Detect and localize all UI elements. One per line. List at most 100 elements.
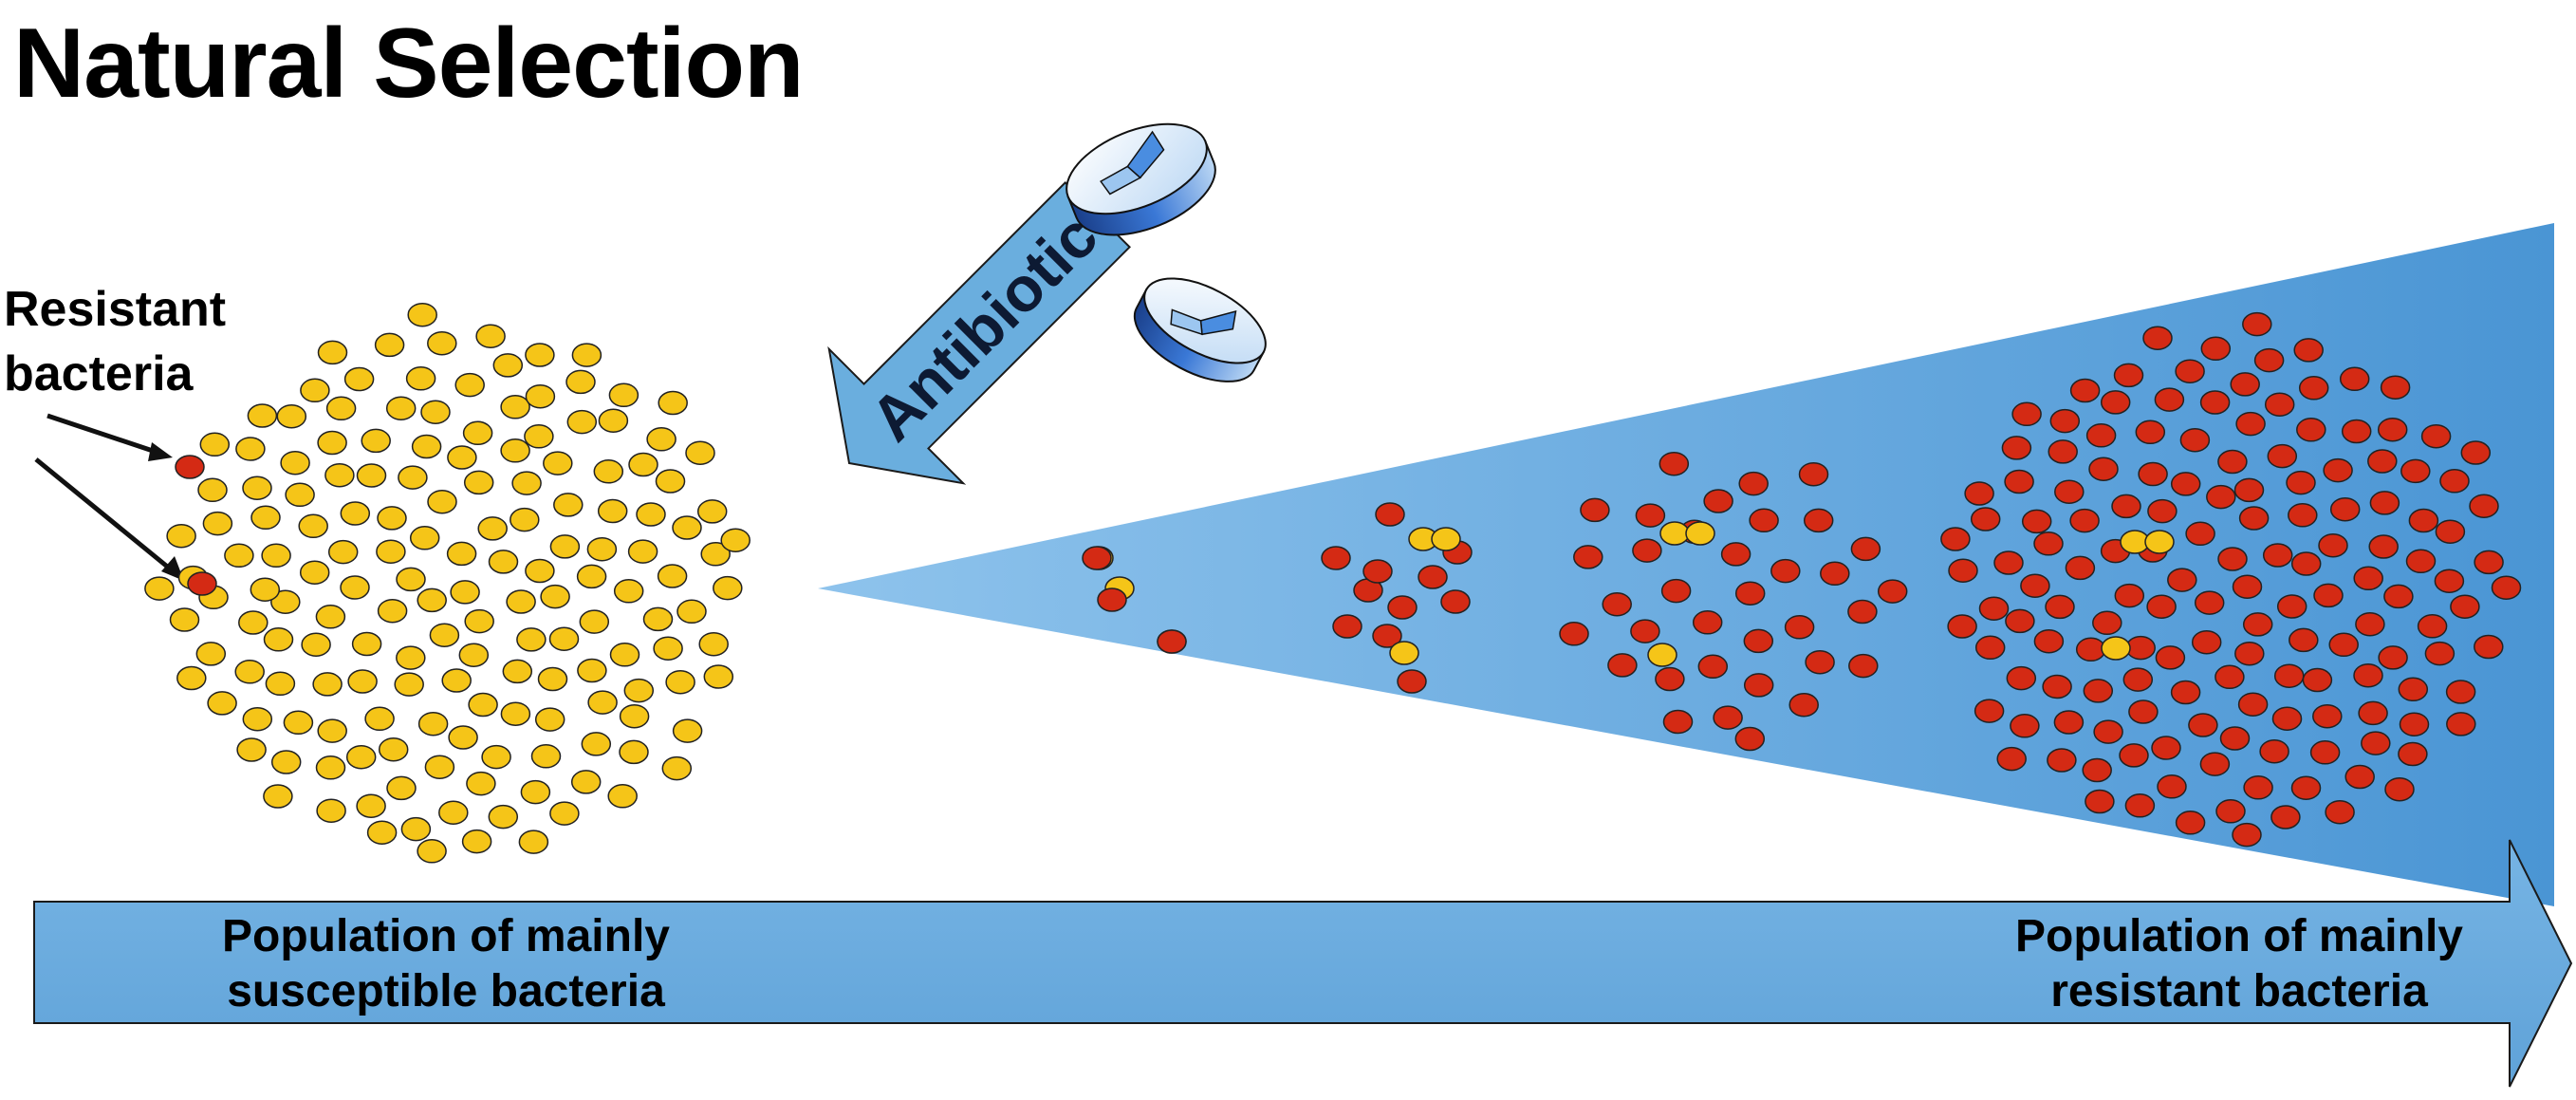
resistant-population-caption: Population of mainly resistant bacteria [1917,909,2562,1019]
susceptible-bacterium [207,691,237,716]
resistant-bacterium [2474,550,2504,575]
resistant-bacterium [2200,336,2232,362]
susceptible-bacterium [2101,636,2131,661]
susceptible-bacterium [234,660,265,684]
susceptible-bacterium [261,543,291,569]
resistant-bacterium [1321,546,1351,570]
susceptible-bacterium [703,664,734,689]
susceptible-bacterium [581,732,612,756]
susceptible-bacterium [657,564,688,588]
resistant-bacterium [2271,706,2303,731]
resistant-bacterium [2113,363,2144,388]
susceptible-bacterium [661,755,693,781]
susceptible-bacterium [270,750,302,774]
susceptible-bacterium [597,498,628,524]
resistant-bacterium [2217,547,2248,571]
susceptible-bacterium [566,409,598,435]
resistant-bacterium [1632,538,1662,563]
susceptible-bacterium [364,706,395,732]
resistant-bacterium [2042,674,2072,699]
resistant-bacterium [2191,629,2222,655]
susceptible-bacterium [316,798,346,823]
resistant-bacterium [2049,408,2081,434]
susceptible-bacterium [500,438,530,463]
resistant-bacterium [2170,472,2201,496]
resistant-bacterium [175,455,205,479]
resistant-bacterium [2237,692,2269,717]
resistant-bacterium [2215,664,2245,690]
resistant-bacterium [2194,590,2225,615]
susceptible-bacterium [468,692,498,718]
susceptible-bacterium [236,737,267,762]
susceptible-bacterium [424,755,455,779]
susceptible-bacterium [477,516,508,541]
susceptible-bacterium [312,672,343,697]
resistant-bacterium [2368,534,2399,559]
susceptible-bacterium [549,534,581,559]
susceptible-bacterium [325,396,357,421]
susceptible-bacterium [398,465,428,490]
susceptible-bacterium [238,610,269,635]
timeline-arrow [33,839,2573,1088]
resistant-bacterium [2199,752,2231,776]
resistant-bacterium [2010,714,2040,738]
susceptible-bacterium [356,793,386,818]
susceptible-bacterium [276,403,307,429]
resistant-bacterium [1607,653,1638,678]
resistant-bacterium [2185,521,2215,547]
susceptible-bacterium [195,642,227,666]
resistant-bacterium [1850,536,1881,562]
susceptible-bacterium [283,710,314,736]
resistant-bacterium [2460,440,2492,465]
resistant-bacterium [1940,527,1971,551]
susceptible-bacterium [665,669,695,695]
resistant-bacterium [2329,496,2361,522]
susceptible-bacterium [540,584,570,609]
resistant-bacterium [1580,497,1610,523]
resistant-bacterium [2384,776,2415,802]
resistant-bacterium [1387,595,1418,620]
resistant-bacterium [1375,502,1405,527]
resistant-bacterium [2264,392,2295,417]
susceptible-bacterium [327,539,359,565]
resistant-bacterium [2048,439,2078,464]
resistant-bacterium [2434,569,2465,593]
resistant-bacterium [2339,366,2370,392]
susceptible-bacterium [1685,521,1715,546]
susceptible-bacterium [285,482,315,508]
susceptible-bacterium [500,701,531,726]
susceptible-bacterium [530,744,562,769]
susceptible-bacterium [571,343,602,367]
resistant-bacterium [2286,470,2316,495]
resistant-bacterium [2011,401,2042,427]
resistant-bacterium [2233,477,2265,503]
resistant-bacterium [1947,614,1977,639]
resistant-bacterium [2290,775,2322,800]
right-caption-line2: resistant bacteria [2050,966,2428,1016]
resistant-bacterium [2167,568,2197,592]
susceptible-bacterium [609,643,640,667]
resistant-bacterium [2033,628,2065,654]
susceptible-bacterium [450,580,480,605]
susceptible-bacterium [553,493,584,517]
resistant-bacterium [1559,622,1589,646]
resistant-bacterium [2215,799,2246,824]
susceptible-bacterium [619,739,649,765]
resistant-bacterium [2004,469,2034,494]
susceptible-bacterium [462,420,493,446]
pointer-arrow-2 [34,457,173,571]
resistant-bacterium [2082,757,2112,783]
resistant-bacterium [2289,627,2319,653]
resistant-bacterium [1770,558,1801,584]
resistant-bacterium [2114,583,2145,608]
resistant-bacterium [2232,822,2262,848]
susceptible-bacterium [454,372,485,398]
susceptible-bacterium [628,452,658,477]
resistant-bacterium [2206,484,2236,510]
resistant-bacterium [2474,634,2504,660]
susceptible-bacterium [464,608,494,634]
resistant-bacterium [2100,390,2131,415]
susceptible-bacterium [420,400,451,424]
resistant-bacterium [2298,376,2329,401]
